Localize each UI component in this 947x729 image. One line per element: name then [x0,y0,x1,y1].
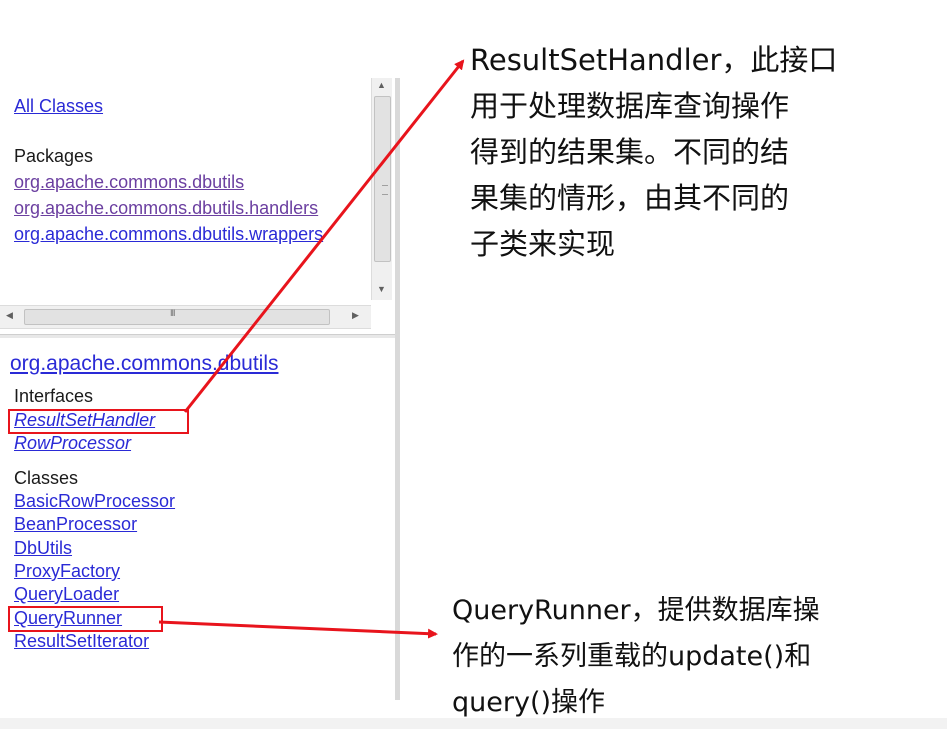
highlight-box-queryrunner [8,606,163,632]
class-link-queryloader[interactable]: QueryLoader [14,584,120,604]
vertical-scrollbar[interactable]: ▲ ▼ [371,78,392,300]
vertical-scroll-thumb[interactable] [374,96,391,262]
packages-frame [0,78,395,333]
class-link-proxyfactory[interactable]: ProxyFactory [14,561,121,581]
note-line: ResultSetHandler，此接口 [470,43,838,77]
frame-divider-horizontal[interactable] [0,334,395,338]
interfaces-heading: Interfaces [14,386,94,406]
package-link-dbutils[interactable]: org.apache.commons.dbutils [14,172,245,192]
packages-heading: Packages [14,146,94,166]
frame-divider-vertical[interactable] [395,78,400,700]
package-link-wrappers[interactable]: org.apache.commons.dbutils.wrappers [14,224,324,244]
interface-link-resultsethandler[interactable]: ResultSetHandler [14,410,156,430]
arrow-resultsethandler [183,59,465,413]
bottom-strip [0,718,947,729]
note-line: 果集的情形，由其不同的 [470,181,790,215]
class-link-beanprocessor[interactable]: BeanProcessor [14,514,138,534]
class-link-resultsetiterator[interactable]: ResultSetIterator [14,631,150,651]
note-line: 用于处理数据库查询操作 [470,89,790,123]
package-title-link[interactable]: org.apache.commons.dbutils [10,352,279,375]
scroll-right-arrow-icon[interactable]: ▶ [352,310,359,320]
queryrunner-note: QueryRunner，提供数据库操 作的一系列重载的update()和 que… [452,588,820,726]
package-link-handlers[interactable]: org.apache.commons.dbutils.handlers [14,198,319,218]
note-line: 得到的结果集。不同的结 [470,135,790,169]
resultsethandler-note: ResultSetHandler，此接口 用于处理数据库查询操作 得到的结果集。… [470,37,837,267]
grip-icon: III [170,308,175,318]
scroll-left-arrow-icon[interactable]: ◀ [6,310,13,320]
grip-icon [382,185,388,195]
note-line: QueryRunner，提供数据库操 [452,595,820,626]
all-classes-link[interactable]: All Classes [14,96,104,116]
class-link-queryrunner[interactable]: QueryRunner [14,608,123,628]
scroll-down-arrow-icon[interactable]: ▼ [377,284,386,294]
classes-heading: Classes [14,468,79,488]
scroll-up-arrow-icon[interactable]: ▲ [377,80,386,90]
horizontal-scroll-thumb[interactable] [24,309,330,325]
note-line: 作的一系列重载的update()和 [452,641,812,672]
horizontal-scrollbar[interactable]: ◀ III ▶ [0,305,371,329]
arrow-queryrunner [158,620,438,639]
class-link-dbutils[interactable]: DbUtils [14,538,73,558]
class-link-basicrowprocessor[interactable]: BasicRowProcessor [14,491,176,511]
highlight-box-resultsethandler [8,409,189,434]
note-line: 子类来实现 [470,227,616,261]
note-line: query()操作 [452,687,606,718]
interface-link-rowprocessor[interactable]: RowProcessor [14,433,132,453]
